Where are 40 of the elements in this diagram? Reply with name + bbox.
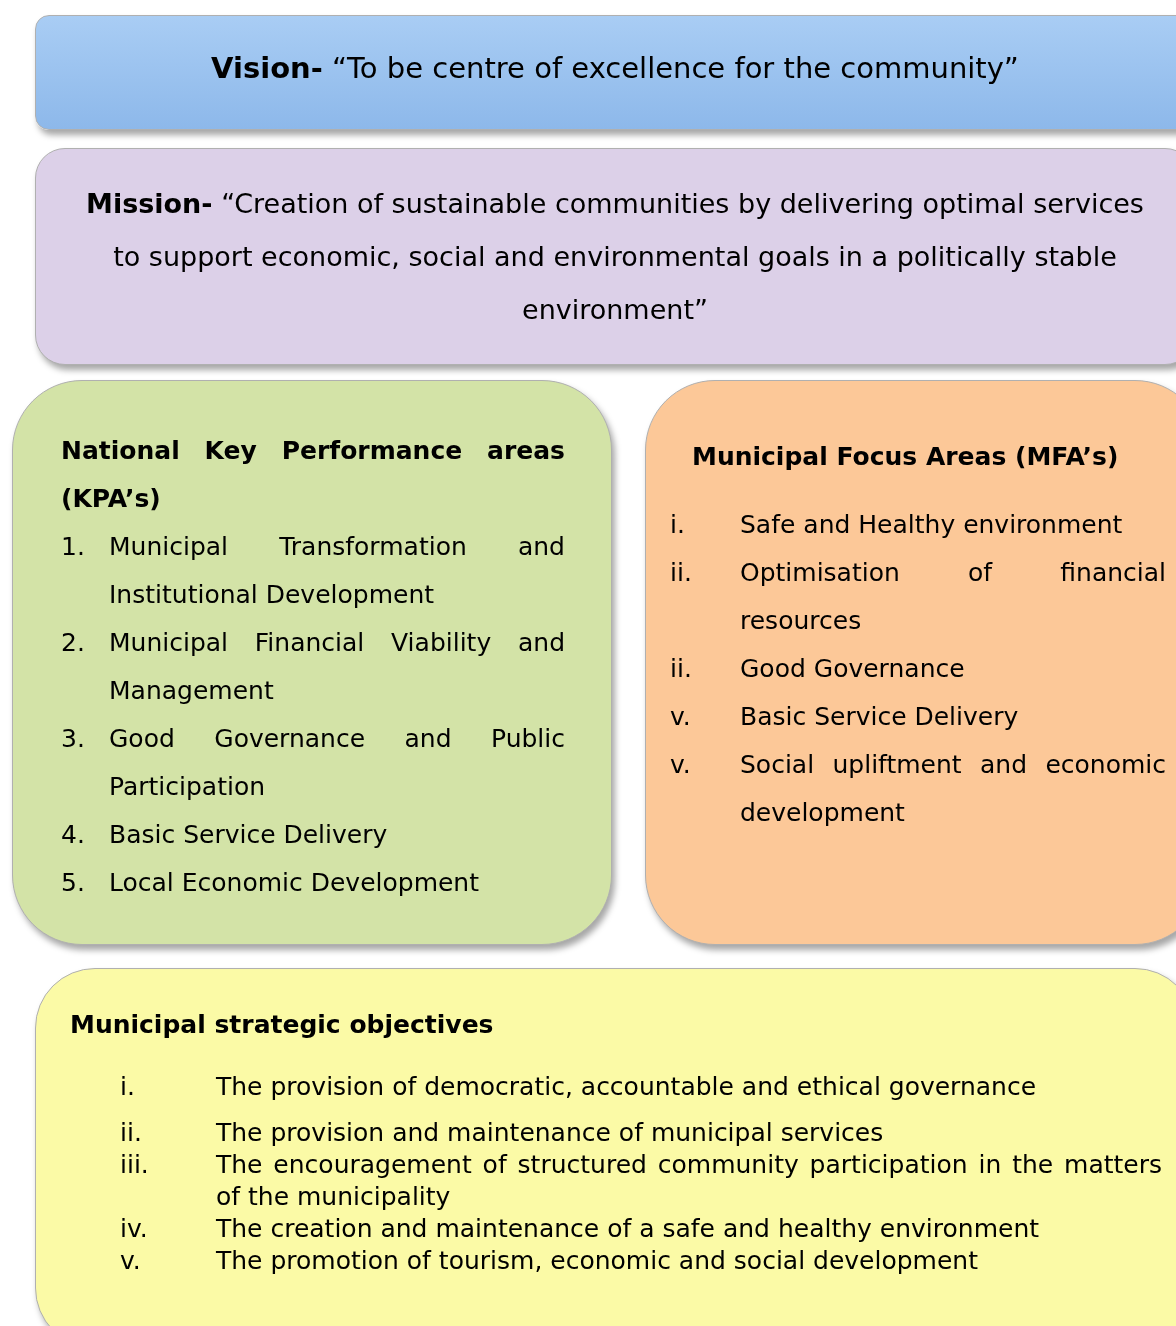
list-marker: v. <box>670 749 692 781</box>
list-item-text: Municipal Transformation and Institutional Development <box>109 531 565 611</box>
panel-heading: Municipal strategic objectives <box>70 1009 495 1041</box>
kpa-panel <box>12 380 612 945</box>
list-marker: v. <box>670 701 692 733</box>
objectives-panel <box>35 968 1176 1326</box>
list-item-text: Basic Service Delivery <box>109 819 389 851</box>
list-item-text: Good Governance <box>740 653 966 685</box>
list-marker: i. <box>120 1071 136 1103</box>
statement-text: Vision- “To be centre of excellence for the community” <box>210 50 1020 87</box>
list-item-text: Municipal Financial Viability and Management <box>109 627 565 707</box>
list-item-text: Local Economic Development <box>109 867 480 899</box>
list-item-text: The encouragement of structured community participation in the matters of the municipality <box>216 1149 1162 1213</box>
list-marker: i. <box>670 509 686 541</box>
list-marker: iv. <box>120 1213 149 1245</box>
list-marker: 3. <box>61 723 86 755</box>
list-marker: ii. <box>670 557 693 589</box>
list-item-text: Good Governance and Public Participation <box>109 723 565 803</box>
mission-banner <box>35 148 1176 365</box>
list-item-text: Safe and Healthy environment <box>740 509 1124 541</box>
vision-banner <box>35 15 1176 130</box>
list-marker: v. <box>120 1245 142 1277</box>
panel-heading: Municipal Focus Areas (MFA’s) <box>691 441 1120 473</box>
list-marker: 5. <box>61 867 86 899</box>
list-marker: ii. <box>120 1117 143 1149</box>
mfa-panel <box>645 380 1176 945</box>
list-marker: iii. <box>120 1149 150 1181</box>
list-item-text: The provision and maintenance of municipal services <box>216 1117 885 1149</box>
statement-text: Mission- “Creation of sustainable communities by delivering optimal services to support economic, social and environmental goals in a politically stable environment” <box>85 187 1145 327</box>
list-item-text: The promotion of tourism, economic and social development <box>216 1245 979 1277</box>
panel-heading: National Key Performance areas (KPA’s) <box>61 435 565 515</box>
list-marker: 2. <box>61 627 86 659</box>
list-item-text: Social upliftment and economic development <box>740 749 1166 829</box>
list-item-text: The provision of democratic, accountable and ethical governance <box>216 1071 1038 1103</box>
list-marker: 1. <box>61 531 86 563</box>
list-marker: 4. <box>61 819 86 851</box>
list-item-text: The creation and maintenance of a safe and healthy environment <box>216 1213 1041 1245</box>
list-item-text: Basic Service Delivery <box>740 701 1020 733</box>
list-marker: ii. <box>670 653 693 685</box>
list-item-text: Optimisation of financial resources <box>740 557 1166 637</box>
